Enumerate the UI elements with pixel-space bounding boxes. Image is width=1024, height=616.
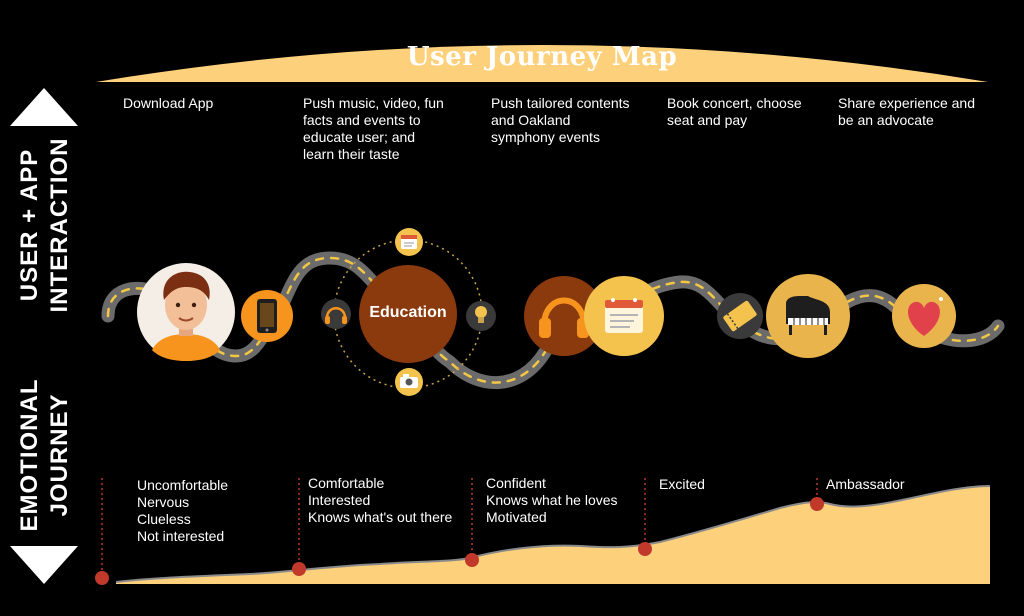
emotion-marker-4 — [638, 478, 652, 556]
step-4-line-1: Book concert, choose — [667, 95, 802, 111]
camera-icon — [395, 368, 423, 396]
lightbulb-icon — [466, 301, 496, 331]
step-2-line-1: Push music, video, fun — [303, 95, 444, 111]
step-5-line-1: Share experience and — [838, 95, 975, 111]
emotion-marker-1 — [95, 478, 109, 585]
step-4-text: Book concert, choose seat and pay — [667, 95, 802, 129]
emotion-label-5: Ambassador — [826, 476, 905, 493]
emotion-5-line-1: Ambassador — [826, 476, 905, 492]
step-2-text: Push music, video, fun facts and events … — [303, 95, 444, 163]
arrow-down-icon — [10, 546, 78, 584]
step-3-line-2: and Oakland — [491, 112, 571, 128]
step-3-line-3: symphony events — [491, 129, 600, 145]
step-1-text: Download App — [123, 95, 213, 112]
education-hub-label: Education — [369, 304, 447, 321]
calendar-icon — [584, 276, 664, 356]
step-3-line-1: Push tailored contents — [491, 95, 630, 111]
headphones-icon — [524, 276, 604, 356]
step-2-line-4: learn their taste — [303, 146, 400, 162]
user-avatar — [137, 263, 235, 361]
emotion-2-line-3: Knows what's out there — [308, 509, 453, 525]
step-5-text: Share experience and be an advocate — [838, 95, 975, 129]
emotion-label-2: Comfortable Interested Knows what's out … — [308, 475, 452, 526]
step-3-text: Push tailored contents and Oakland symph… — [491, 95, 630, 146]
emotion-2-line-2: Interested — [308, 492, 371, 508]
emotion-3-line-1: Confident — [486, 475, 546, 491]
emotion-label-1: Uncomfortable Nervous Clueless Not inter… — [137, 477, 228, 545]
smartphone-icon — [241, 290, 293, 342]
calendar-small-icon — [395, 228, 423, 256]
headphones-small-icon — [321, 299, 351, 329]
emotion-marker-2 — [292, 478, 306, 576]
piano-icon — [766, 274, 850, 358]
step-2-line-2: facts and events to — [303, 112, 421, 128]
heart-icon — [892, 284, 956, 348]
emotion-marker-3 — [465, 478, 479, 567]
ticket-icon — [717, 293, 763, 339]
emotion-4-line-1: Excited — [659, 476, 705, 492]
emotion-2-line-1: Comfortable — [308, 475, 385, 491]
emotion-label-4: Excited — [659, 476, 705, 493]
emotion-1-line-3: Clueless — [137, 511, 191, 527]
emotion-1-line-2: Nervous — [137, 494, 190, 510]
emotion-label-3: Confident Knows what he loves Motivated — [486, 475, 618, 526]
education-hub — [359, 265, 457, 363]
emotion-marker-5 — [810, 478, 824, 511]
emotion-3-line-2: Knows what he loves — [486, 492, 618, 508]
step-5-line-2: be an advocate — [838, 112, 934, 128]
title-banner — [96, 45, 988, 82]
arrow-up-icon — [10, 88, 78, 126]
emotion-3-line-3: Motivated — [486, 509, 547, 525]
emotion-1-line-1: Uncomfortable — [137, 477, 229, 493]
step-1-line-1: Download App — [123, 95, 214, 111]
step-4-line-2: seat and pay — [667, 112, 748, 128]
emotion-1-line-4: Not interested — [137, 528, 225, 544]
page-title: User Journey Map — [406, 42, 678, 72]
step-2-line-3: educate user; and — [303, 129, 416, 145]
